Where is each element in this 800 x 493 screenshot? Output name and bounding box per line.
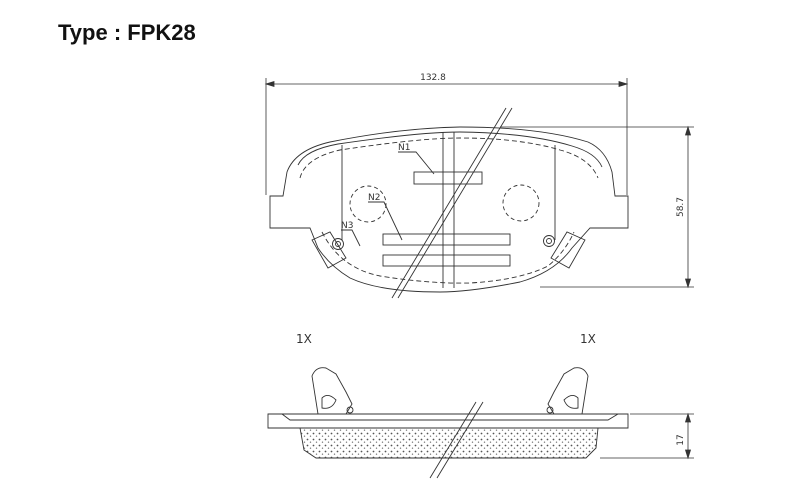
label-n1: N1 bbox=[398, 143, 410, 153]
label-n3: N3 bbox=[341, 221, 353, 231]
width-dimension bbox=[264, 78, 629, 195]
thickness-dimension bbox=[600, 412, 694, 460]
height-dimension bbox=[500, 125, 694, 289]
pad-top-view bbox=[269, 107, 629, 299]
part-type-title: Type : FPK28 bbox=[58, 20, 196, 45]
width-dimension-value: 132.8 bbox=[420, 73, 446, 83]
pad-side-view bbox=[267, 367, 629, 479]
quantity-left: 1X bbox=[296, 332, 312, 346]
height-dimension-value: 58.7 bbox=[676, 197, 686, 217]
label-n2: N2 bbox=[368, 193, 380, 203]
thickness-dimension-value: 17 bbox=[676, 434, 686, 445]
quantity-right: 1X bbox=[580, 332, 596, 346]
